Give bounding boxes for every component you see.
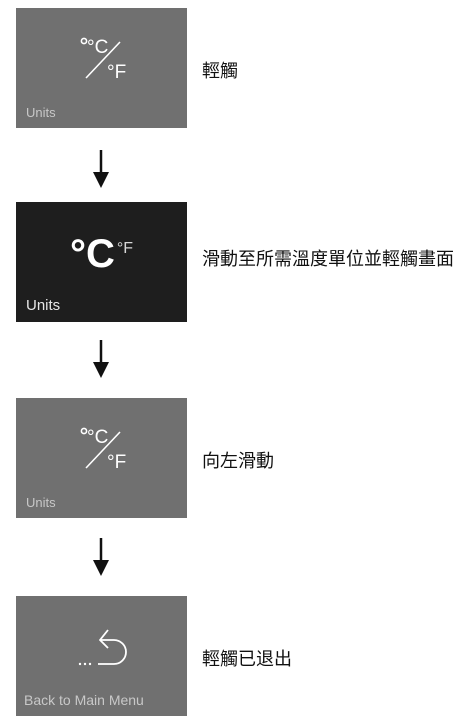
down-arrow-icon	[93, 150, 109, 188]
svg-text:°F: °F	[107, 62, 126, 83]
svg-text:°C: °C	[87, 37, 108, 58]
back-to-main-menu-tile[interactable]: Back to Main Menu	[16, 596, 187, 716]
step-instruction: 輕觸已退出	[202, 649, 292, 670]
tile-label: Back to Main Menu	[24, 692, 144, 708]
down-arrow-icon	[93, 340, 109, 378]
tile-label: Units	[26, 495, 56, 510]
units-tile[interactable]: °C °F Units	[16, 398, 187, 518]
svg-text:°F: °F	[107, 452, 126, 473]
selected-unit-display: °C°F	[16, 232, 187, 277]
celsius-fahrenheit-icon: °C °F	[80, 427, 126, 473]
svg-text:°C: °C	[87, 427, 108, 448]
step-instruction: 輕觸	[202, 61, 238, 82]
units-tile-active[interactable]: °C°F Units	[16, 202, 187, 322]
celsius-fahrenheit-icon: °C °F	[80, 37, 126, 83]
back-arrow-icon	[78, 629, 127, 666]
units-tile[interactable]: °C °F Units	[16, 8, 187, 128]
tile-label: Units	[26, 297, 61, 314]
fahrenheit-option: °F	[116, 240, 134, 257]
down-arrow-icon	[93, 538, 109, 576]
step-instruction: 滑動至所需溫度單位並輕觸畫面	[202, 249, 454, 270]
step-instruction: 向左滑動	[202, 451, 274, 472]
celsius-option: °C	[69, 232, 115, 276]
tile-label: Units	[26, 105, 56, 120]
